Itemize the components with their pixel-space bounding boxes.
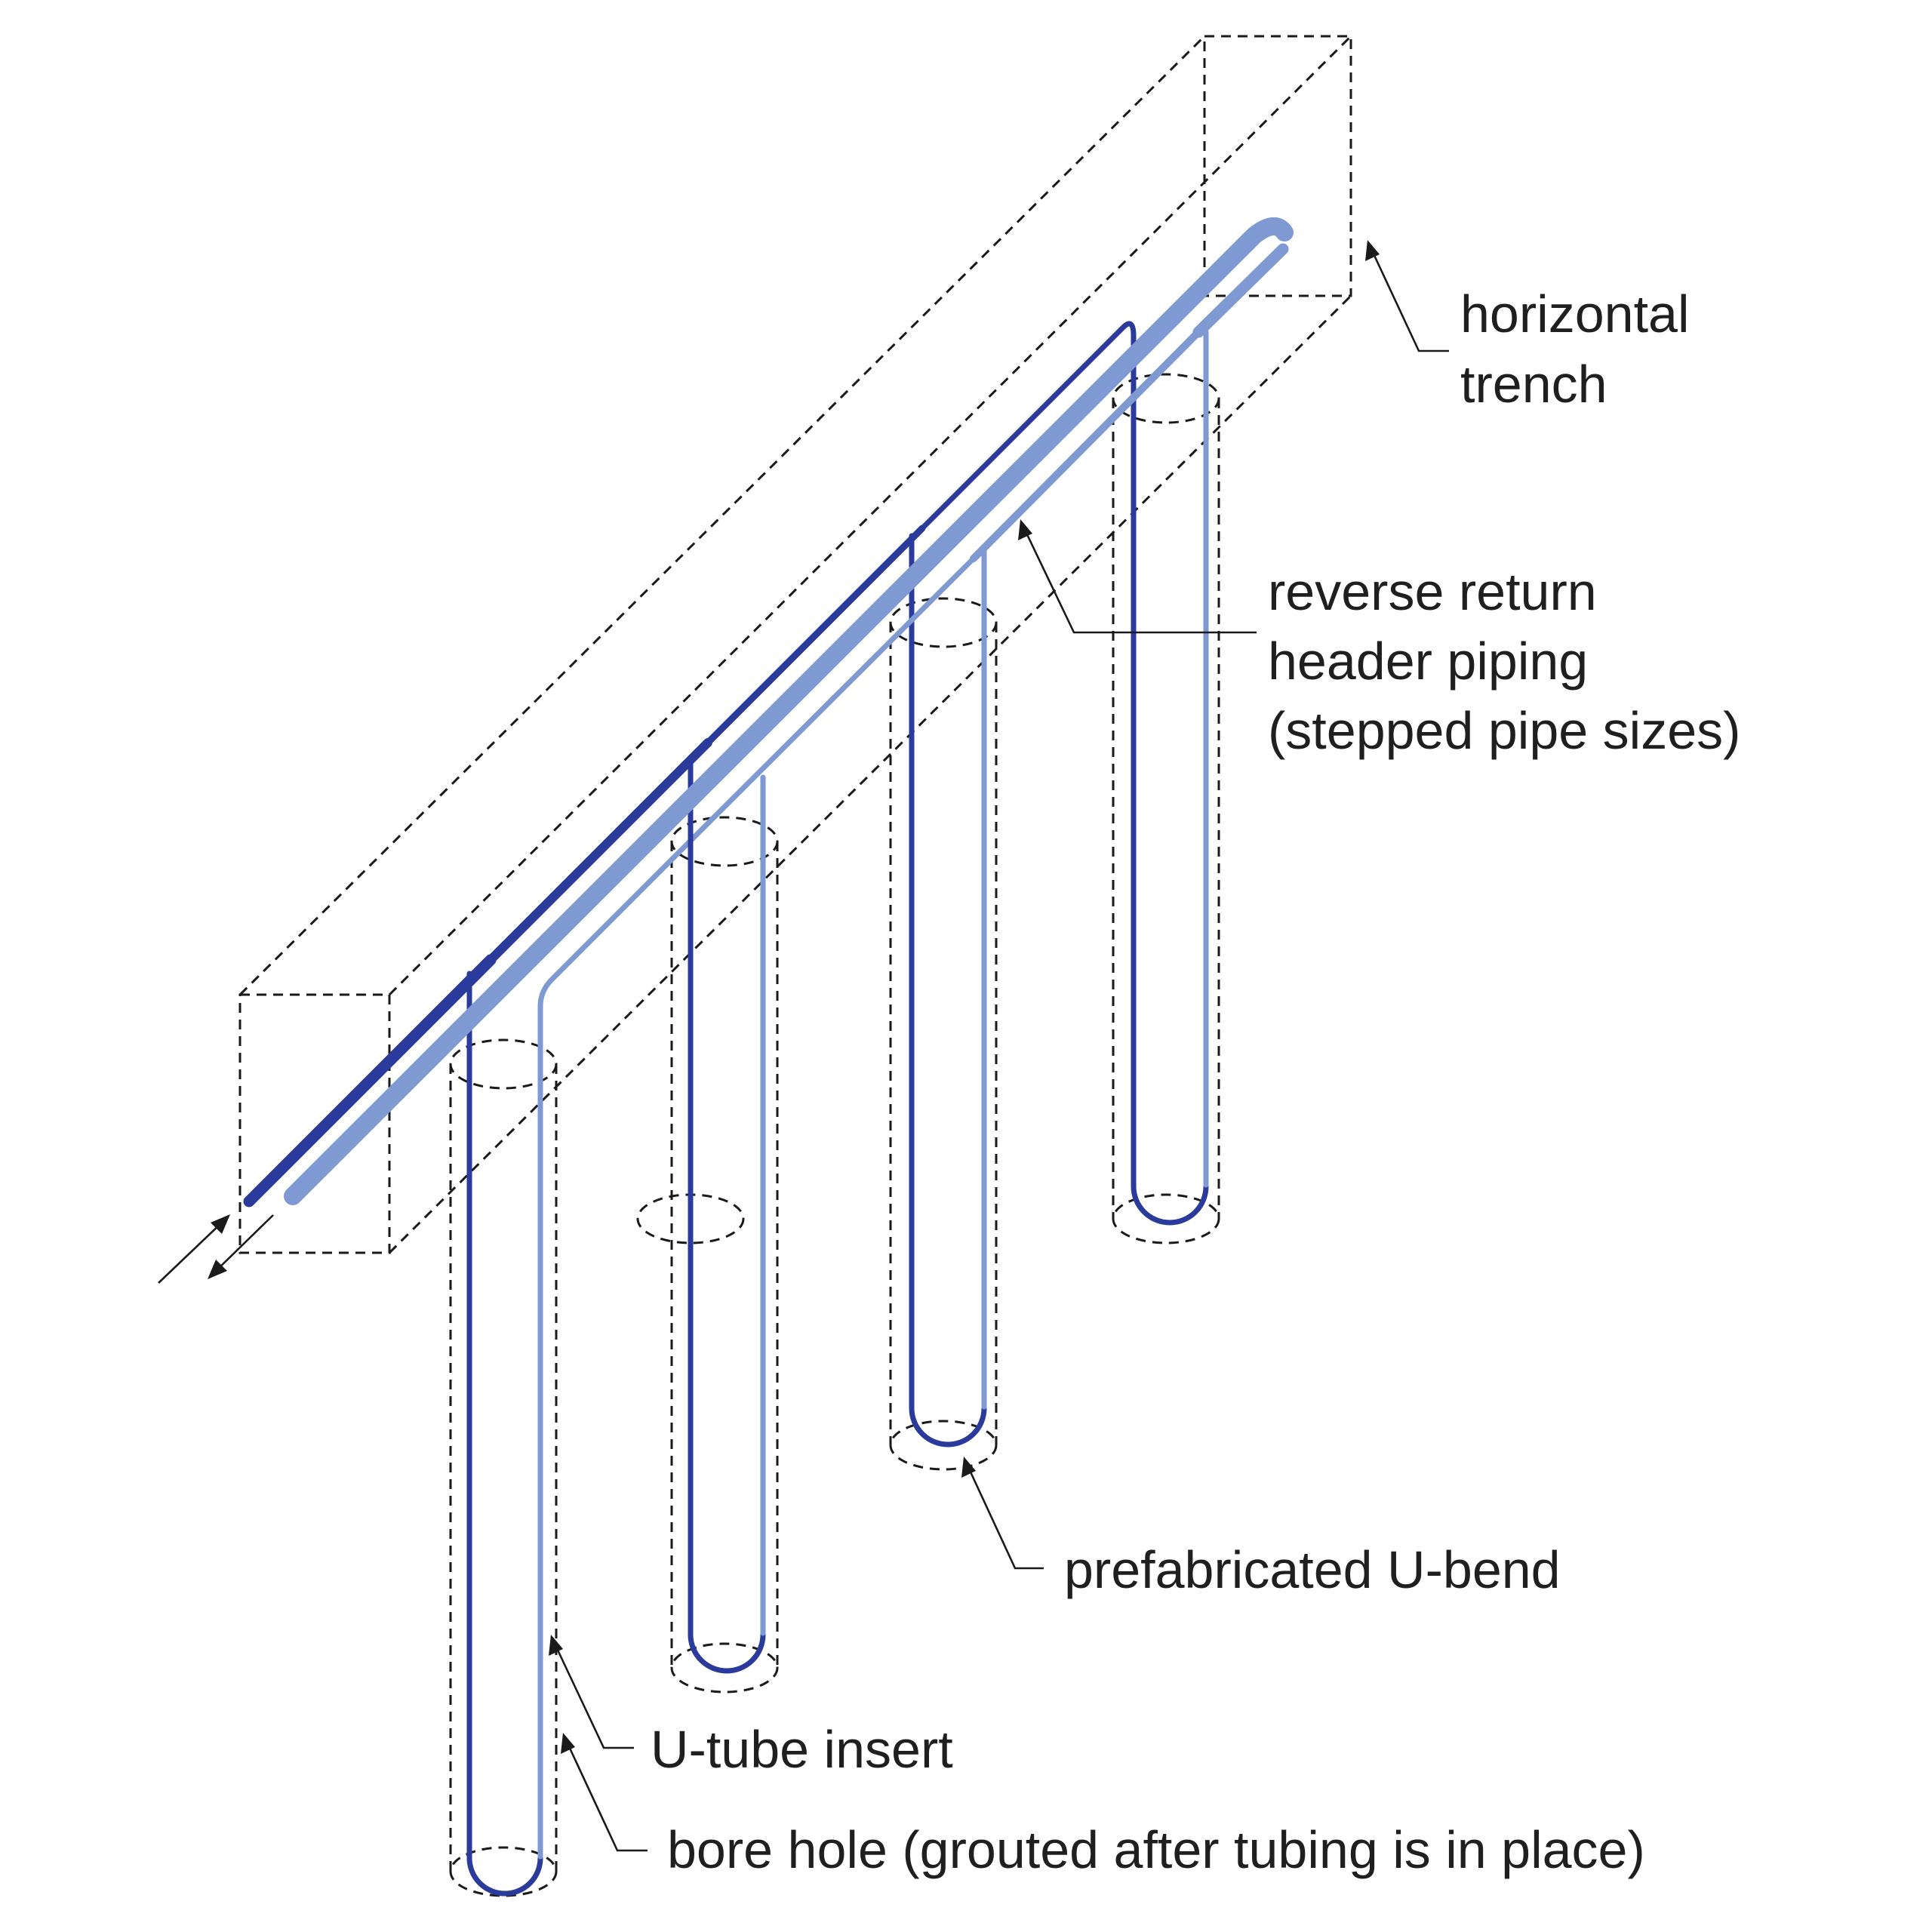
leader-bore-hole <box>561 1733 648 1852</box>
leader-u-bend <box>961 1457 1044 1570</box>
return-header-pipe <box>284 217 1294 1205</box>
leader-header-piping <box>1018 519 1257 634</box>
bore-hole-3 <box>889 597 998 1471</box>
label-horizontal-trench-line2: trench <box>1460 355 1607 414</box>
u-tube-insert-3 <box>909 533 987 1447</box>
bore-hole-4 <box>1112 373 1220 1244</box>
leader-horizontal-trench <box>1365 240 1449 352</box>
label-u-bend: prefabricated U-bend <box>1064 1540 1561 1599</box>
supply-header-pipe <box>243 321 1137 1208</box>
label-header-line1: reverse return <box>1268 562 1597 621</box>
u-tube-insert-2 <box>688 755 766 1674</box>
label-header-line2: header piping <box>1268 632 1588 691</box>
flow-in-arrow <box>158 1214 230 1284</box>
u-tube-insert-4 <box>1131 329 1209 1226</box>
flow-out-arrow <box>208 1214 274 1279</box>
label-header-line3: (stepped pipe sizes) <box>1268 701 1740 760</box>
bore-hole-2 <box>636 816 779 1694</box>
label-bore-hole: bore hole (grouted after tubing is in pl… <box>667 1820 1645 1879</box>
leader-u-tube <box>549 1635 634 1749</box>
horizontal-trench-outline <box>238 35 1352 1254</box>
u-tube-insert-1 <box>466 805 726 1897</box>
label-horizontal-trench-line1: horizontal <box>1460 285 1690 343</box>
bore-hole-1 <box>449 1038 558 1897</box>
label-u-tube: U-tube insert <box>651 1720 953 1779</box>
